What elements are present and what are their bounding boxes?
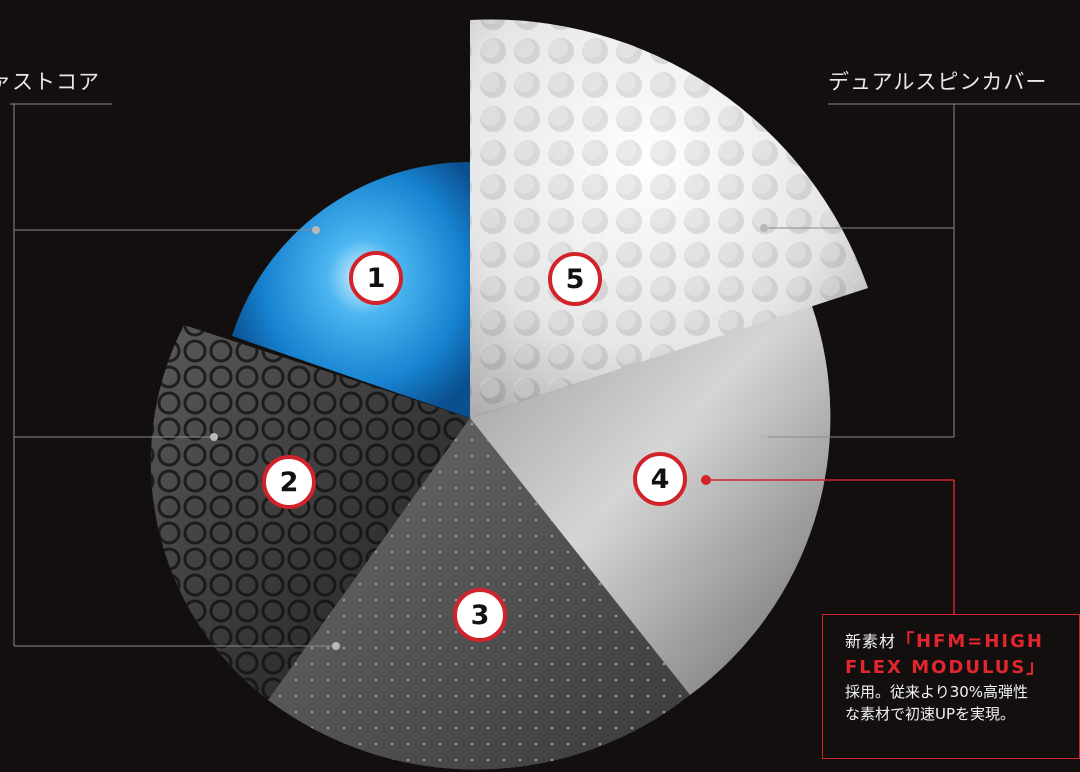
right-leader-lines bbox=[764, 103, 1080, 438]
leader-dot bbox=[332, 642, 340, 650]
callout-leader-dot bbox=[701, 475, 711, 485]
layer-badge-1: 1 bbox=[349, 251, 403, 305]
callout-body-1: 採用。従来より30%高弾性 bbox=[845, 683, 1029, 701]
callout-heading: 新素材「HFM=HIGH bbox=[845, 627, 1079, 653]
layer-badge-3: 3 bbox=[453, 588, 507, 642]
callout-highlight-2: FLEX MODULUS」 bbox=[845, 657, 1047, 678]
left-leader-lines bbox=[10, 103, 336, 647]
callout-leader-line bbox=[706, 479, 955, 614]
cover-label: デュアルスピンカバー bbox=[828, 70, 1048, 94]
leader-dot bbox=[760, 224, 768, 232]
layer-badge-4: 4 bbox=[633, 452, 687, 506]
leader-dot bbox=[760, 433, 768, 441]
material-callout-box: 新素材「HFM=HIGH FLEX MODULUS」 採用。従来より30%高弾性… bbox=[822, 614, 1080, 759]
callout-prefix: 新素材 bbox=[845, 632, 897, 651]
callout-highlight-1: 「HFM=HIGH bbox=[896, 631, 1044, 652]
leader-dot bbox=[312, 226, 320, 234]
leader-dot bbox=[210, 433, 218, 441]
callout-body-2: な素材で初速UPを実現。 bbox=[845, 705, 1016, 723]
core-label: ァストコア bbox=[0, 70, 100, 94]
layer-badge-2: 2 bbox=[262, 455, 316, 509]
layer-badge-5: 5 bbox=[548, 252, 602, 306]
